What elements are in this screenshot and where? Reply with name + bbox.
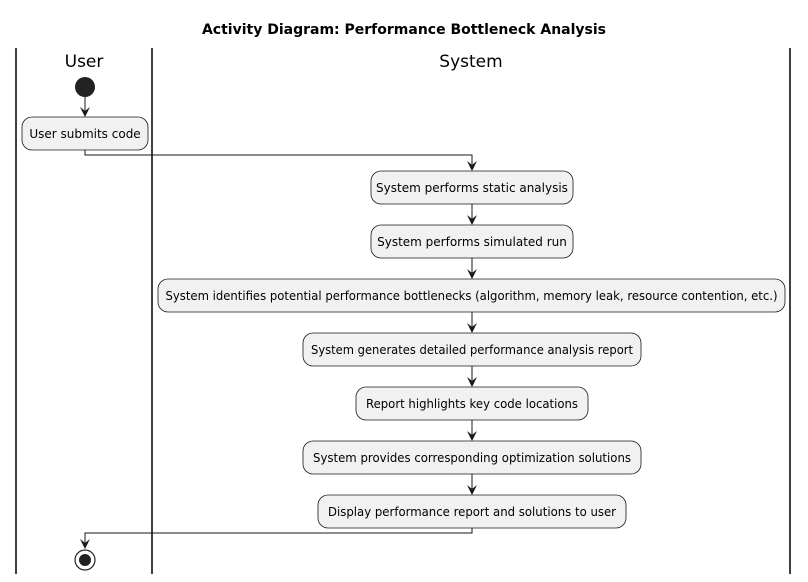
arrowhead [467, 215, 477, 225]
flow-arrow [84, 528, 473, 548]
activity-label: Report highlights key code locations [366, 397, 578, 411]
arrowhead [467, 161, 477, 171]
activity-label: System performs static analysis [376, 181, 568, 195]
activity-identify-bottlenecks: System identifies potential performance … [157, 278, 786, 313]
activity-static-analysis: System performs static analysis [370, 170, 574, 205]
arrowhead [80, 539, 90, 549]
activity-label: System identifies potential performance … [166, 289, 778, 303]
activity-label: User submits code [29, 127, 140, 141]
activity-highlight-locations: Report highlights key code locations [355, 386, 589, 421]
lane-title-user: User [65, 52, 104, 72]
activity-label: System performs simulated run [377, 235, 567, 249]
activity-label: Display performance report and solutions… [328, 505, 616, 519]
arrowhead [467, 485, 477, 495]
activity-simulated-run: System performs simulated run [370, 224, 574, 259]
activity-submit-code: User submits code [21, 116, 149, 151]
activity-generate-report: System generates detailed performance an… [302, 332, 642, 367]
start-node [75, 77, 95, 97]
arrowhead [467, 377, 477, 387]
activity-optimization-solutions: System provides corresponding optimizati… [302, 440, 642, 475]
arrowhead [467, 431, 477, 441]
end-node [74, 549, 96, 571]
activity-label: System generates detailed performance an… [311, 343, 633, 357]
arrowhead [467, 269, 477, 279]
arrowhead [80, 107, 90, 117]
arrowhead [467, 323, 477, 333]
activity-display-report: Display performance report and solutions… [317, 494, 627, 529]
lane-title-system: System [439, 52, 502, 72]
diagram-title: Activity Diagram: Performance Bottleneck… [202, 22, 606, 38]
activity-label: System provides corresponding optimizati… [313, 451, 631, 465]
flow-arrow [84, 150, 473, 170]
